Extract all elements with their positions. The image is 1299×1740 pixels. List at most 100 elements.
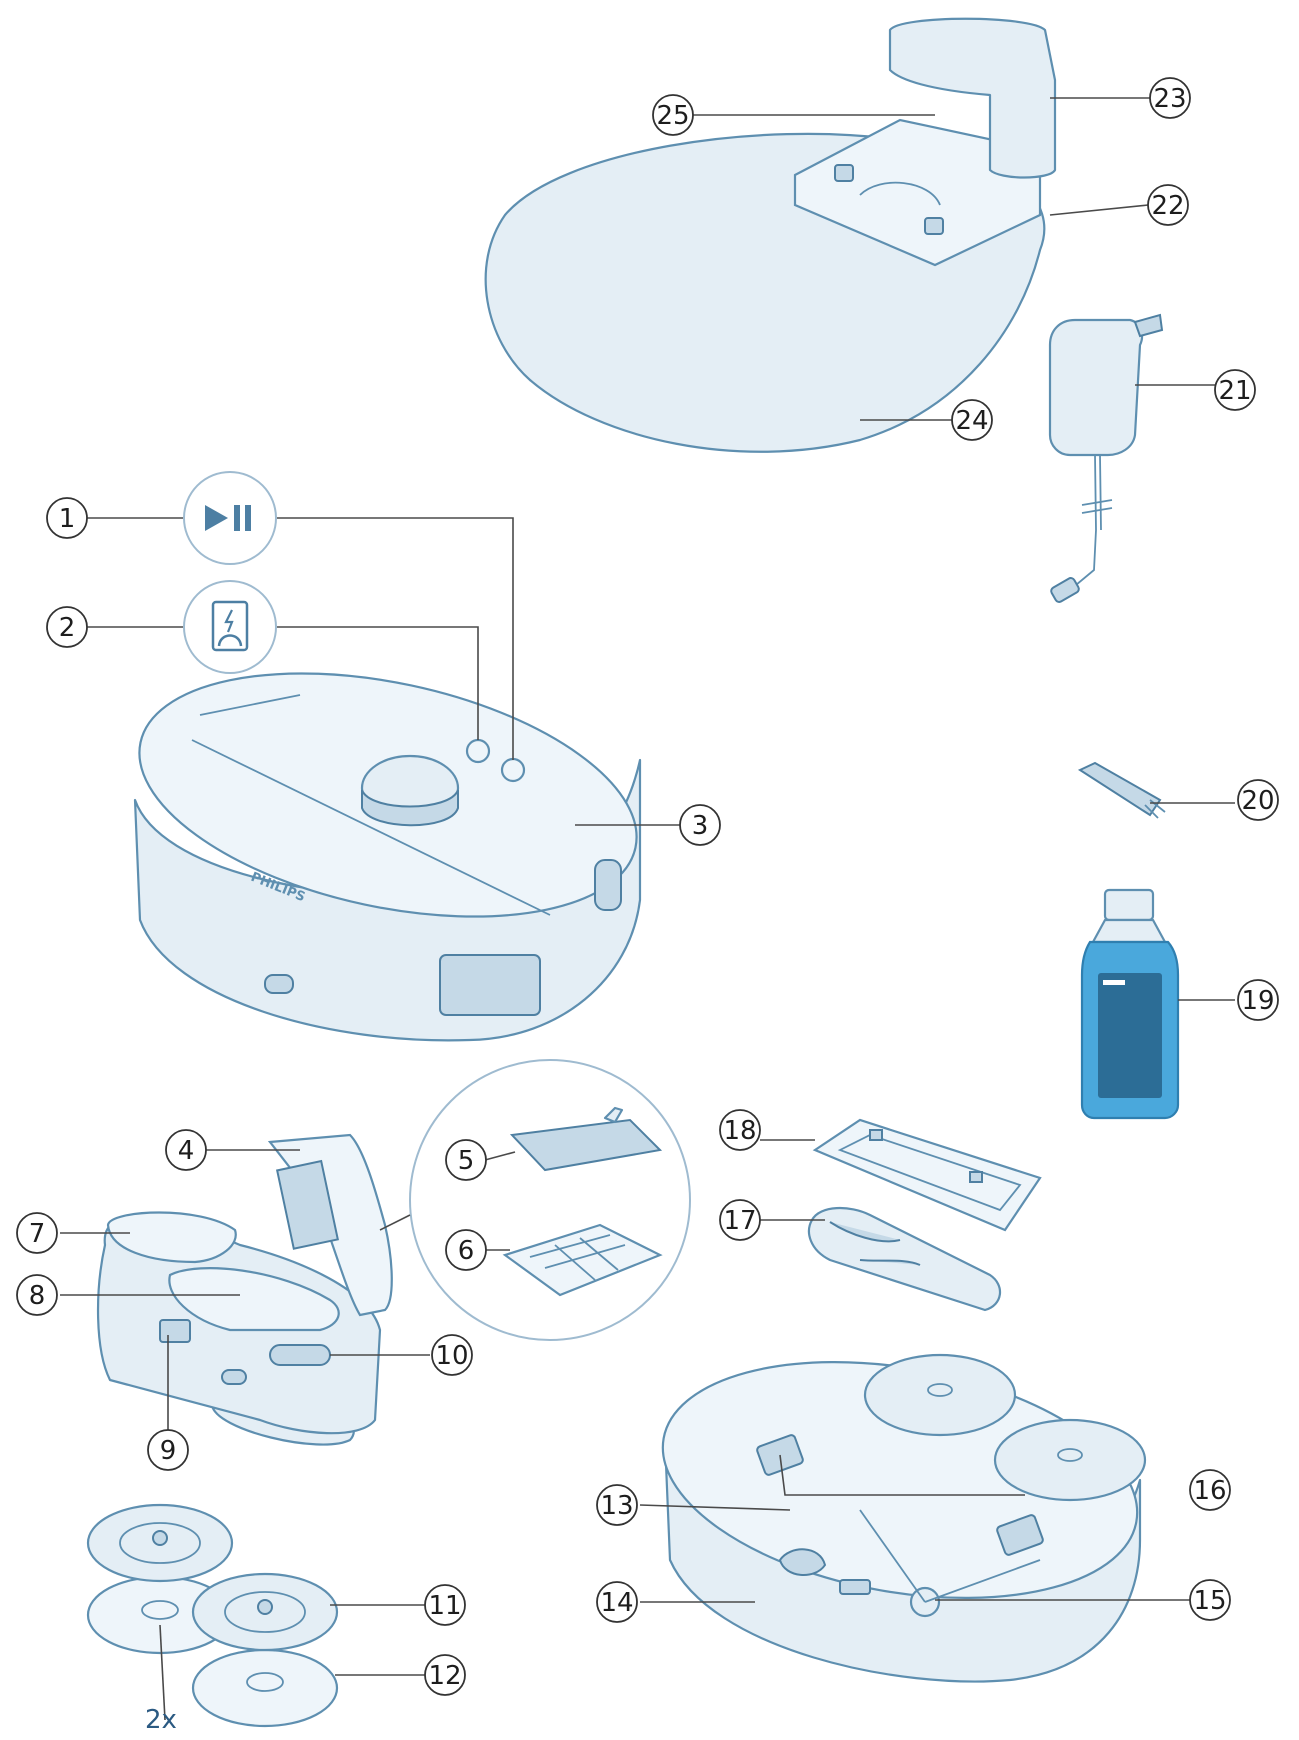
svg-text:5: 5 (458, 1146, 475, 1176)
tank-handle (159, 1319, 191, 1343)
svg-text:12: 12 (428, 1661, 461, 1691)
svg-text:4: 4 (178, 1136, 195, 1166)
charge-dock-button-bubble (183, 580, 277, 674)
robot-vacuum: PHILIPS (133, 672, 642, 1042)
robot-top-seam (191, 739, 551, 916)
leader-lines (60, 97, 1235, 1721)
main-brush (807, 1206, 1001, 1312)
cleaning-tool (1077, 761, 1166, 819)
callout-8: 8 (16, 1274, 58, 1316)
callout-14: 14 (596, 1581, 638, 1623)
adapter-prong (1133, 313, 1164, 338)
callout-19: 19 (1237, 979, 1279, 1021)
mop-pad-front (191, 1648, 339, 1728)
cleaning-tool-body (1077, 761, 1162, 817)
callout-20: 20 (1237, 779, 1279, 821)
tank-top (168, 1267, 340, 1332)
callout-22: 22 (1147, 184, 1189, 226)
robot-underside (661, 1353, 1147, 1683)
callout-23: 23 (1149, 77, 1191, 119)
play-pause-icon (205, 505, 251, 531)
underside-mop-right-hub (1057, 1448, 1083, 1462)
mop-pad-back-hole (141, 1600, 179, 1620)
mop-holder-back-ring (119, 1522, 201, 1564)
bin-tank-assembly (96, 1133, 393, 1446)
svg-text:25: 25 (656, 101, 689, 131)
robot-button-dock (465, 738, 491, 764)
cable-break (1081, 499, 1113, 514)
callout-5: 5 (445, 1139, 487, 1181)
callout-11: 11 (424, 1584, 466, 1626)
underside-wheel-right (996, 1514, 1044, 1556)
svg-text:17: 17 (723, 1206, 756, 1236)
mop-pad-front-hole (246, 1672, 284, 1692)
sponge-filter (509, 1118, 663, 1172)
tank-slider (269, 1344, 331, 1366)
sponge-filter-tab (603, 1106, 624, 1124)
callout-24: 24 (951, 399, 993, 441)
dock-contact-right (924, 217, 944, 235)
filter-detail (409, 1059, 691, 1341)
svg-text:1: 1 (59, 504, 76, 534)
callout-25: 25 (652, 94, 694, 136)
svg-text:2: 2 (59, 613, 76, 643)
svg-text:15: 15 (1193, 1586, 1226, 1616)
svg-text:11: 11 (428, 1591, 461, 1621)
mop-pads (86, 1503, 339, 1728)
bottle-label-logo (1103, 980, 1125, 985)
underside-side-brush-bristle (859, 1509, 1041, 1603)
callout-1: 1 (46, 497, 88, 539)
cleaning-fluid-bottle (1080, 888, 1180, 1120)
charging-dock (484, 17, 1057, 453)
svg-text:8: 8 (29, 1281, 46, 1311)
callout-2: 2 (46, 606, 88, 648)
tank-slider-small (221, 1369, 247, 1385)
robot-side-window (594, 859, 622, 911)
svg-text:3: 3 (692, 811, 709, 841)
quantity-label: 2x (145, 1705, 177, 1735)
callout-21: 21 (1214, 369, 1256, 411)
callout-9: 9 (147, 1429, 189, 1471)
mop-holder-front-hub (257, 1599, 273, 1615)
bottle-cap (1103, 888, 1155, 922)
mop-holder-front-ring (224, 1591, 306, 1633)
svg-text:21: 21 (1218, 376, 1251, 406)
robot-bumper-port (264, 974, 294, 994)
callout-4: 4 (165, 1129, 207, 1171)
cleaning-tool-brush (1144, 799, 1166, 819)
adapter-body (1048, 318, 1144, 457)
callout-6: 6 (445, 1229, 487, 1271)
svg-text:13: 13 (600, 1491, 633, 1521)
robot-top-seam-2 (199, 694, 301, 716)
dock-contact-left (834, 164, 854, 182)
adapter-plug (1050, 577, 1080, 603)
underside-sensor (839, 1579, 871, 1595)
robot-vent (439, 954, 541, 1016)
svg-text:9: 9 (160, 1436, 177, 1466)
bin-lid (106, 1211, 237, 1264)
svg-text:10: 10 (435, 1341, 468, 1371)
callout-17: 17 (719, 1199, 761, 1241)
bottle-neck (1091, 918, 1167, 944)
adapter-cable (1094, 454, 1102, 531)
callout-3: 3 (679, 804, 721, 846)
robot-lidar-side (361, 789, 459, 827)
svg-text:24: 24 (955, 406, 988, 436)
svg-text:23: 23 (1153, 84, 1186, 114)
play-pause-button-bubble (183, 471, 277, 565)
svg-text:7: 7 (29, 1219, 46, 1249)
underside-caster (778, 1548, 827, 1577)
callout-7: 7 (16, 1212, 58, 1254)
charge-dock-icon (211, 600, 249, 652)
power-adapter (1048, 313, 1164, 603)
callout-13: 13 (596, 1484, 638, 1526)
svg-text:19: 19 (1241, 986, 1274, 1016)
callout-15: 15 (1189, 1579, 1231, 1621)
dock-tower (888, 17, 1057, 179)
svg-text:22: 22 (1151, 191, 1184, 221)
dock-base (793, 118, 1042, 267)
svg-text:6: 6 (458, 1236, 475, 1266)
callout-12: 12 (424, 1654, 466, 1696)
underside-mop-left (863, 1353, 1017, 1437)
svg-text:16: 16 (1193, 1476, 1226, 1506)
